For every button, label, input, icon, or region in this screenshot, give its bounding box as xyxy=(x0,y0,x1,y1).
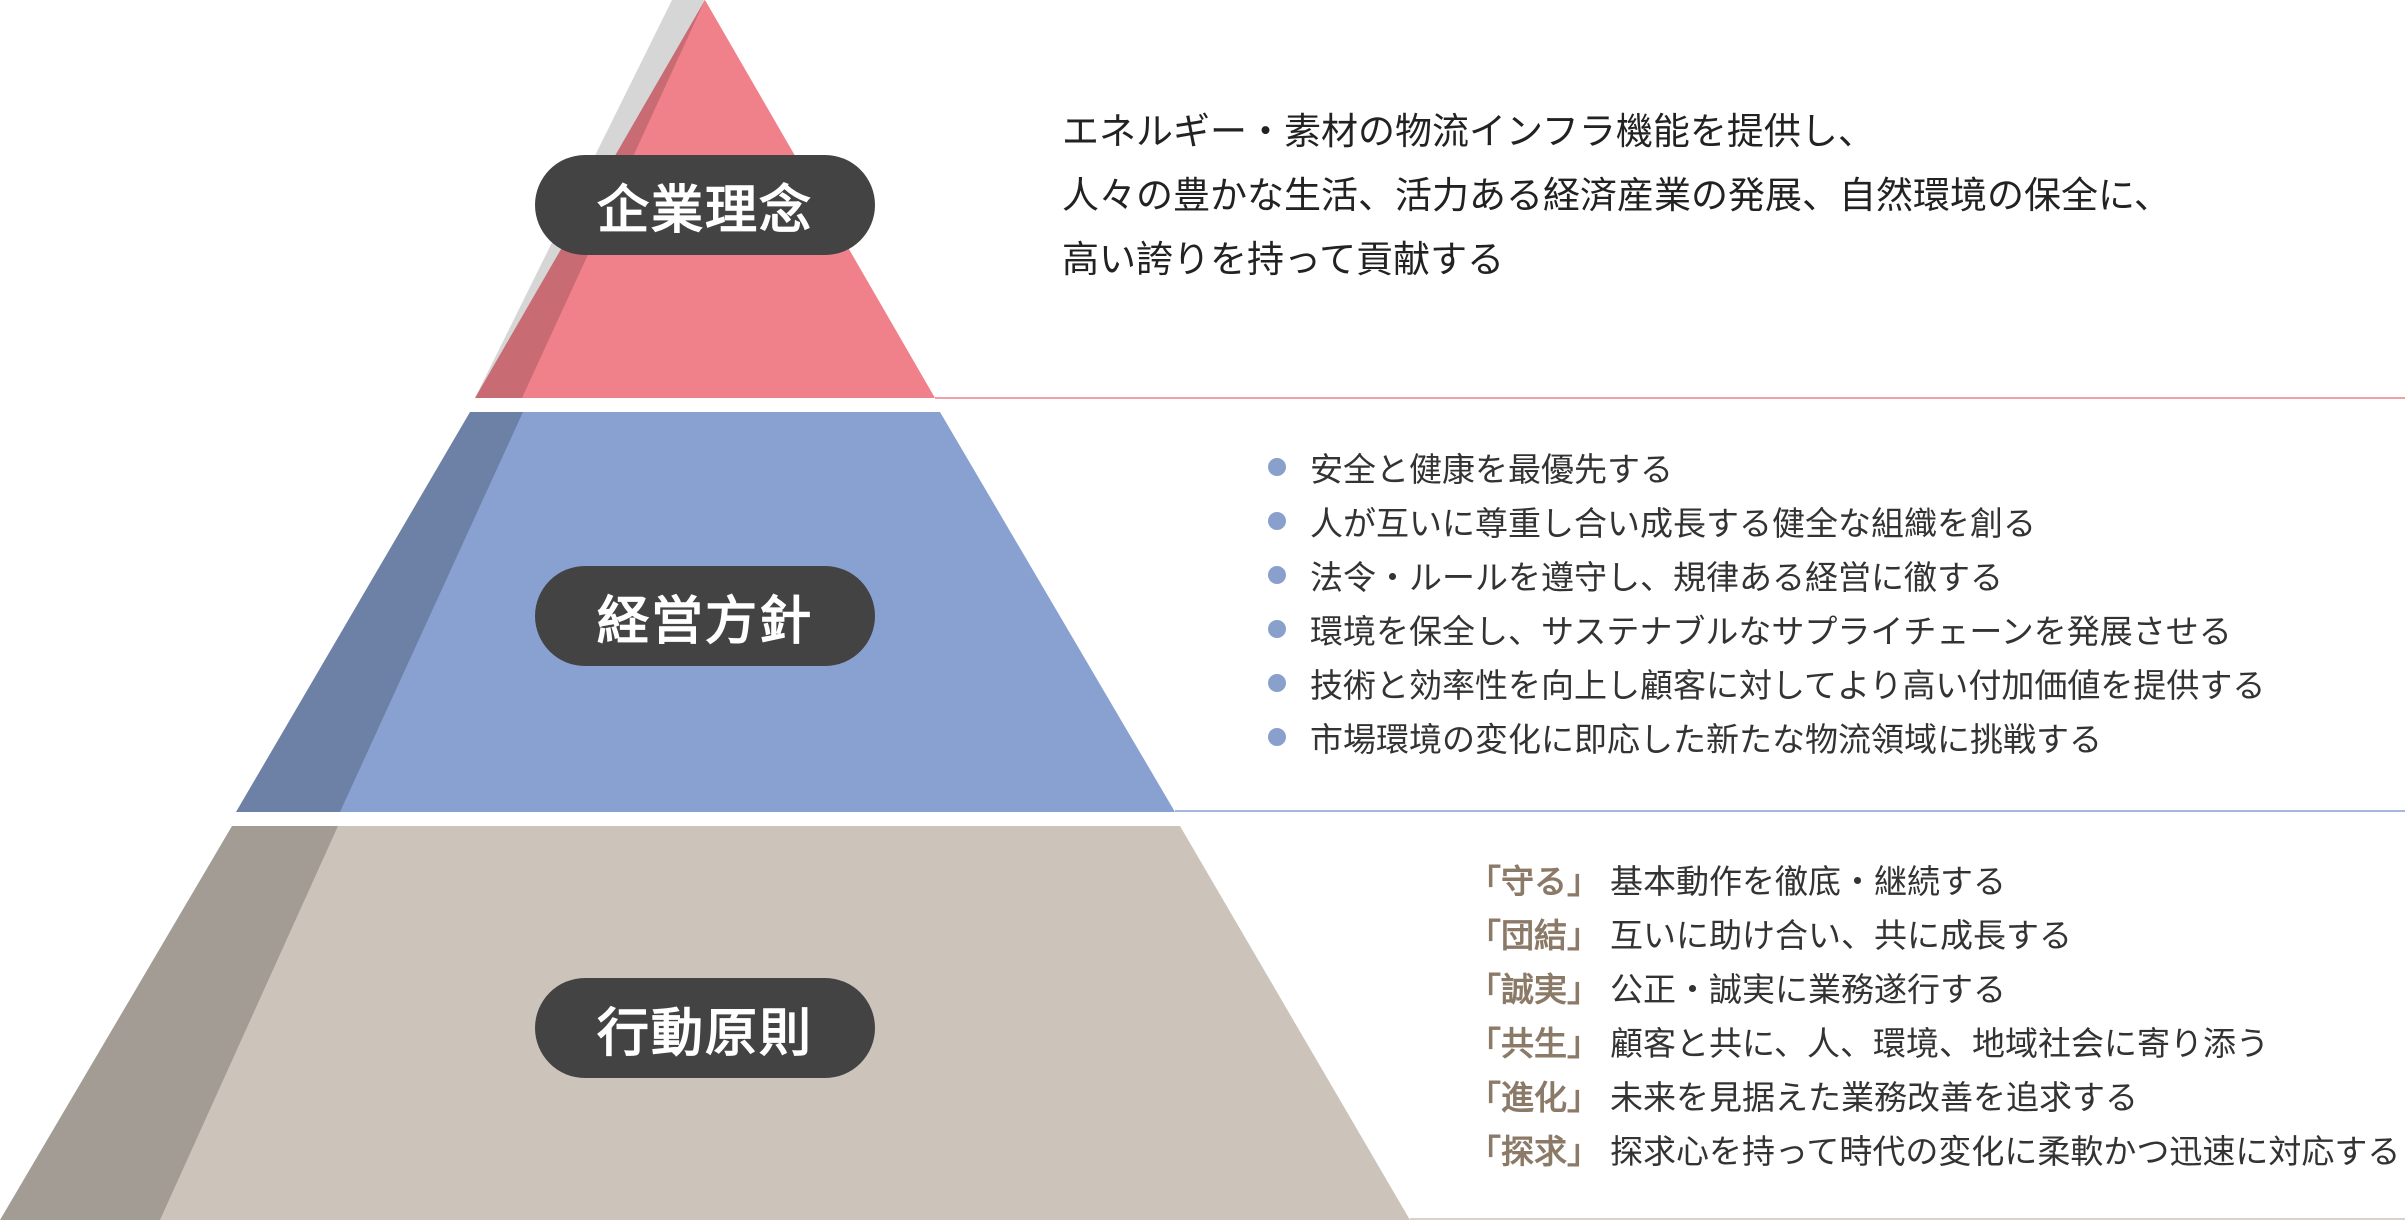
philosophy-line: エネルギー・素材の物流インフラ機能を提供し、 xyxy=(1062,110,1875,153)
policy-item: 環境を保全し、サステナブルなサプライチェーンを発展させる xyxy=(1268,602,2265,656)
conduct-text: 互いに助け合い、共に成長する xyxy=(1610,916,2072,955)
philosophy-line: 人々の豊かな生活、活力ある経済産業の発展、自然環境の保全に、 xyxy=(1062,174,2171,217)
policy-item: 市場環境の変化に即応した新たな物流領域に挑戦する xyxy=(1268,710,2265,764)
policy-item-text: 環境を保全し、サステナブルなサプライチェーンを発展させる xyxy=(1310,612,2232,651)
bullet-dot-icon xyxy=(1268,728,1286,746)
pyramid-tier-bottom-shade xyxy=(0,826,338,1220)
bullet-dot-icon xyxy=(1268,566,1286,584)
conduct-item: 「団結」互いに助け合い、共に成長する xyxy=(1468,906,2400,960)
philosophy-text: エネルギー・素材の物流インフラ機能を提供し、 人々の豊かな生活、活力ある経済産業… xyxy=(1062,100,2171,292)
conduct-key: 「進化」 xyxy=(1468,1078,1600,1117)
philosophy-line: 高い誇りを持って貢献する xyxy=(1062,238,1505,281)
conduct-item: 「誠実」公正・誠実に業務遂行する xyxy=(1468,960,2400,1014)
policy-item: 法令・ルールを遵守し、規律ある経営に徹する xyxy=(1268,548,2265,602)
bullet-dot-icon xyxy=(1268,620,1286,638)
bullet-dot-icon xyxy=(1268,512,1286,530)
policy-item-text: 技術と効率性を向上し顧客に対してより高い付加価値を提供する xyxy=(1310,666,2266,705)
divider-policy xyxy=(1175,810,2405,812)
policy-item-text: 人が互いに尊重し合い成長する健全な組織を創る xyxy=(1310,504,2036,543)
conduct-text: 探求心を持って時代の変化に柔軟かつ迅速に対応する xyxy=(1610,1132,2401,1171)
pyramid-tier-middle-shade xyxy=(236,412,523,812)
tier-label-conduct: 行動原則 xyxy=(535,978,875,1078)
divider-conduct xyxy=(1410,1218,2405,1220)
conduct-text: 公正・誠実に業務遂行する xyxy=(1610,970,2006,1009)
conduct-text: 基本動作を徹底・継続する xyxy=(1610,862,2006,901)
tier-label-policy: 経営方針 xyxy=(535,566,875,666)
conduct-item: 「守る」基本動作を徹底・継続する xyxy=(1468,852,2400,906)
policy-item-text: 安全と健康を最優先する xyxy=(1310,450,1673,489)
policy-item-text: 法令・ルールを遵守し、規律ある経営に徹する xyxy=(1310,558,2003,597)
conduct-list: 「守る」基本動作を徹底・継続する 「団結」互いに助け合い、共に成長する 「誠実」… xyxy=(1468,852,2400,1176)
conduct-key: 「誠実」 xyxy=(1468,970,1600,1009)
tier-label-philosophy: 企業理念 xyxy=(535,155,875,255)
conduct-item: 「共生」顧客と共に、人、環境、地域社会に寄り添う xyxy=(1468,1014,2400,1068)
policy-item: 人が互いに尊重し合い成長する健全な組織を創る xyxy=(1268,494,2265,548)
policy-list: 安全と健康を最優先する 人が互いに尊重し合い成長する健全な組織を創る 法令・ルー… xyxy=(1268,440,2265,764)
policy-item-text: 市場環境の変化に即応した新たな物流領域に挑戦する xyxy=(1310,720,2102,759)
policy-item: 安全と健康を最優先する xyxy=(1268,440,2265,494)
divider-philosophy xyxy=(935,397,2405,399)
bullet-dot-icon xyxy=(1268,458,1286,476)
conduct-item: 「進化」未来を見据えた業務改善を追求する xyxy=(1468,1068,2400,1122)
conduct-key: 「探求」 xyxy=(1468,1132,1600,1171)
policy-item: 技術と効率性を向上し顧客に対してより高い付加価値を提供する xyxy=(1268,656,2265,710)
conduct-key: 「団結」 xyxy=(1468,916,1600,955)
bullet-dot-icon xyxy=(1268,674,1286,692)
conduct-key: 「守る」 xyxy=(1468,862,1600,901)
conduct-key: 「共生」 xyxy=(1468,1024,1600,1063)
conduct-text: 顧客と共に、人、環境、地域社会に寄り添う xyxy=(1610,1024,2270,1063)
conduct-item: 「探求」探求心を持って時代の変化に柔軟かつ迅速に対応する xyxy=(1468,1122,2400,1176)
conduct-text: 未来を見据えた業務改善を追求する xyxy=(1610,1078,2138,1117)
